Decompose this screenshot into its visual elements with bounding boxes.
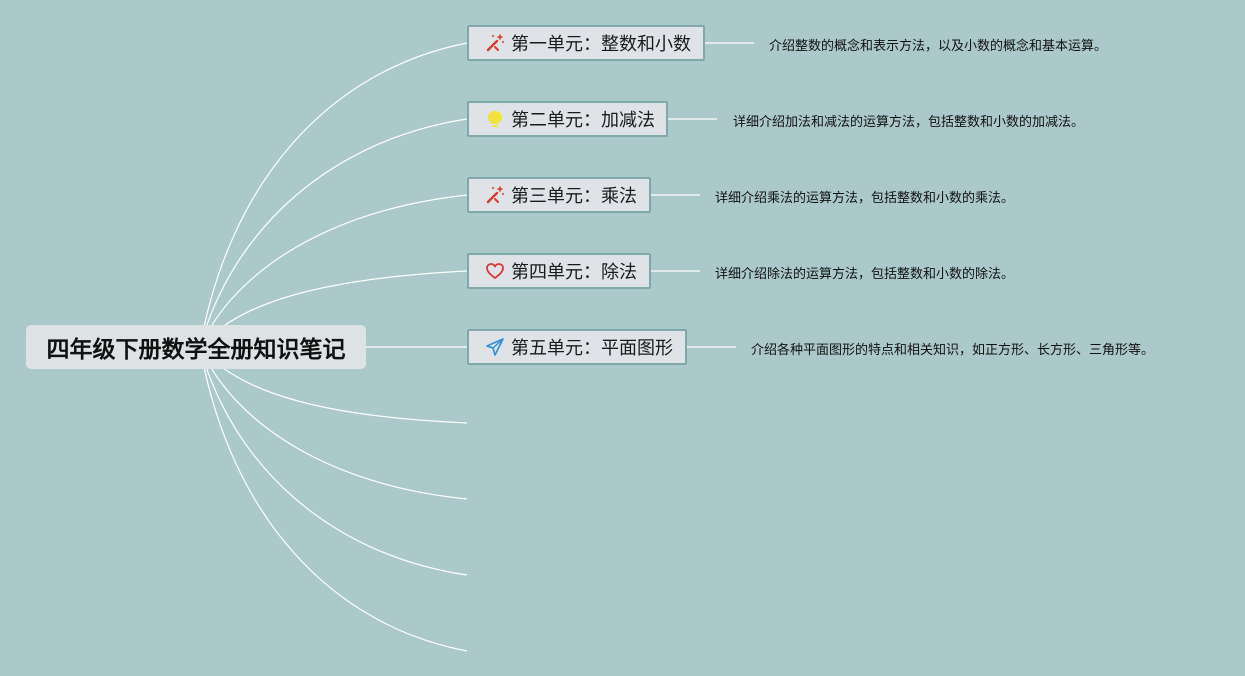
lightbulb-icon xyxy=(485,109,505,129)
branch-line-2 xyxy=(199,118,468,348)
branch-line-1 xyxy=(199,42,468,348)
topic-unit-1[interactable]: 第一单元：整数和小数 xyxy=(467,25,705,61)
topic-label: 第五单元：平面图形 xyxy=(511,338,673,359)
topic-description: 详细介绍加法和减法的运算方法，包括整数和小数的加减法。 xyxy=(733,115,1085,130)
topic-unit-5[interactable]: 第五单元：平面图形 xyxy=(467,329,687,365)
paper-plane-icon xyxy=(485,337,505,357)
topic-description: 详细介绍除法的运算方法，包括整数和小数的除法。 xyxy=(715,267,1015,282)
topic-label: 第二单元：加减法 xyxy=(511,110,655,131)
topic-label: 第一单元：整数和小数 xyxy=(511,34,691,55)
central-topic[interactable]: 四年级下册数学全册知识笔记 xyxy=(26,325,366,369)
branch-line-3 xyxy=(199,194,468,348)
heart-icon xyxy=(485,261,505,281)
branch-line-8 xyxy=(199,346,468,576)
topic-description: 详细介绍乘法的运算方法，包括整数和小数的乘法。 xyxy=(715,191,1015,206)
topic-unit-3[interactable]: 第三单元：乘法 xyxy=(467,177,651,213)
topic-description: 介绍各种平面图形的特点和相关知识，如正方形、长方形、三角形等。 xyxy=(751,343,1155,358)
branch-line-9 xyxy=(199,346,468,652)
topic-unit-2[interactable]: 第二单元：加减法 xyxy=(467,101,668,137)
topic-description: 介绍整数的概念和表示方法，以及小数的概念和基本运算。 xyxy=(769,39,1108,54)
topic-unit-4[interactable]: 第四单元：除法 xyxy=(467,253,651,289)
topic-label: 第四单元：除法 xyxy=(511,262,637,283)
topic-label: 第三单元：乘法 xyxy=(511,186,637,207)
branch-line-7 xyxy=(199,346,468,500)
magic-wand-icon xyxy=(485,185,505,205)
magic-wand-icon xyxy=(485,33,505,53)
